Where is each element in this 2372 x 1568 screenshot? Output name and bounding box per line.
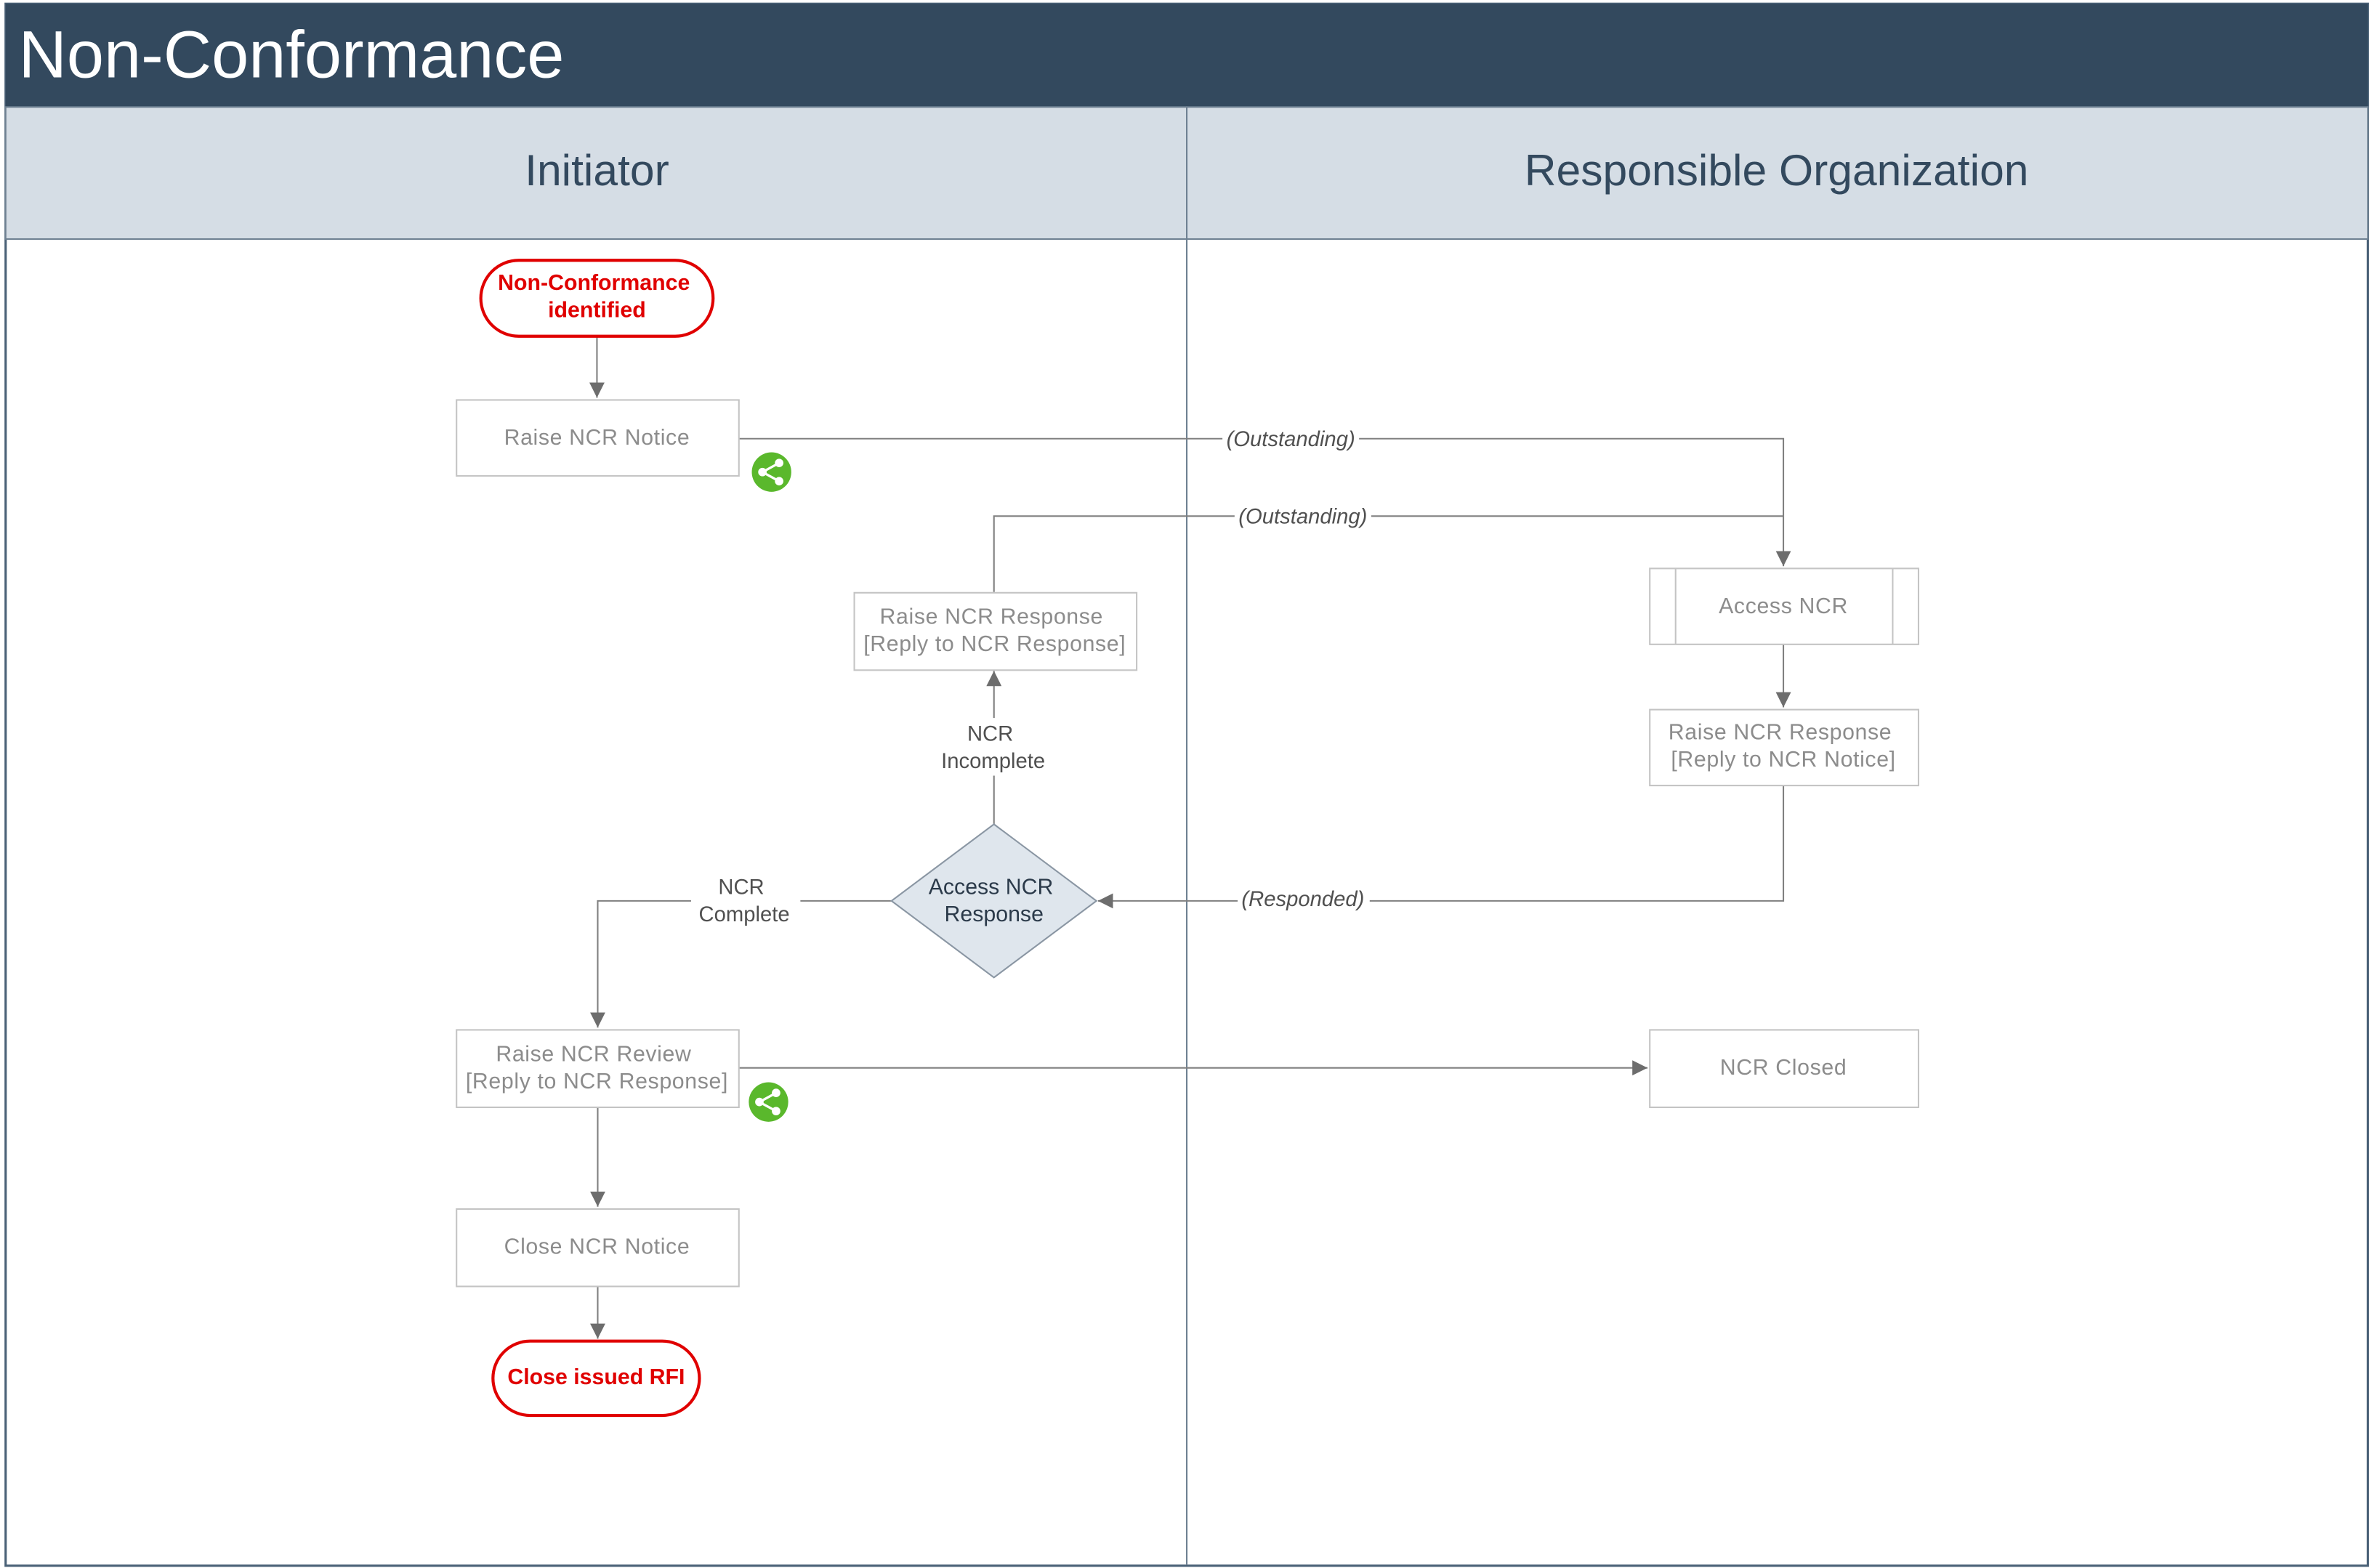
- node-raise-ncr-review: Raise NCR Review [Reply to NCR Response]: [456, 1029, 740, 1109]
- node-access-ncr-box: [1649, 567, 1920, 645]
- node-label-line: [Reply to NCR Response]: [863, 632, 1126, 656]
- node-close-ncr-notice-box: [456, 1208, 740, 1288]
- node-raise-ncr-response-notice-box: [1649, 708, 1920, 787]
- node-ncr-closed-box: [1649, 1029, 1920, 1109]
- share-icon[interactable]: [751, 452, 791, 492]
- edge-label-bg: [1234, 504, 1371, 528]
- start-terminator-label: Non-Conformance identified: [498, 271, 696, 323]
- edge-label-responded: (Responded): [1241, 888, 1364, 911]
- edge-label-line: NCR: [718, 876, 764, 899]
- node-label-line: Response: [945, 902, 1044, 926]
- node-access-ncr: Access NCR: [1649, 567, 1920, 645]
- end-terminator: Close issued RFI: [491, 1339, 701, 1418]
- node-raise-ncr-response-response: Raise NCR Response [Reply to NCR Respons…: [853, 591, 1138, 671]
- share-icon[interactable]: [749, 1082, 788, 1122]
- edge-label-line: Complete: [699, 903, 790, 926]
- node-label-line: Access NCR: [929, 875, 1054, 899]
- node-raise-ncr-response-notice: Raise NCR Response [Reply to NCR Notice]: [1649, 708, 1920, 787]
- node-label-line: identified: [548, 299, 646, 323]
- edge-label-ncr-complete: NCR Complete: [699, 876, 790, 926]
- edge-label-bg: [934, 718, 1056, 776]
- decision-access-ncr-response-label: Access NCR Response: [929, 875, 1060, 926]
- node-close-ncr-notice-label: Close NCR Notice: [504, 1235, 690, 1259]
- edge-label-bg: [1238, 888, 1370, 913]
- start-terminator: Non-Conformance identified: [479, 259, 715, 338]
- edge-label-bg: [1222, 427, 1360, 451]
- decision-access-ncr-response: Access NCR Response: [890, 823, 1098, 979]
- node-raise-ncr-review-label: Raise NCR Review [Reply to NCR Response]: [466, 1042, 728, 1094]
- node-raise-ncr-review-box: [456, 1029, 740, 1109]
- node-raise-ncr-notice-label: Raise NCR Notice: [504, 426, 690, 450]
- edge-label-line: NCR: [967, 722, 1013, 745]
- page-title: Non-Conformance: [19, 18, 565, 92]
- lane-header-initiator: Initiator: [525, 145, 669, 195]
- node-raise-ncr-response-response-box: [853, 591, 1138, 671]
- title-bar: [5, 4, 2368, 108]
- node-label-line: Raise NCR Response: [1669, 720, 1892, 744]
- node-label-line: [Reply to NCR Notice]: [1671, 748, 1895, 772]
- start-terminator-shape: [479, 259, 715, 338]
- edge-label-outstanding-notice: (Outstanding): [1227, 428, 1355, 451]
- edge-label-ncr-incomplete: NCR Incomplete: [941, 722, 1045, 773]
- node-raise-ncr-notice-box: [456, 399, 740, 477]
- node-ncr-closed-label: NCR Closed: [1720, 1056, 1847, 1080]
- node-ncr-closed: NCR Closed: [1649, 1029, 1920, 1109]
- edge-label-line: Incomplete: [941, 750, 1045, 773]
- end-terminator-shape: [491, 1339, 701, 1418]
- edge-label-bg: [690, 873, 801, 928]
- node-raise-ncr-notice: Raise NCR Notice: [456, 399, 740, 477]
- node-label-line: Raise NCR Review: [496, 1042, 691, 1066]
- node-access-ncr-label: Access NCR: [1719, 594, 1848, 618]
- end-terminator-label: Close issued RFI: [507, 1365, 685, 1389]
- decision-diamond: [890, 823, 1098, 979]
- edge-label-outstanding-response: (Outstanding): [1238, 506, 1367, 529]
- lane-header-responsible-organization: Responsible Organization: [1525, 145, 2029, 195]
- node-label-line: [Reply to NCR Response]: [466, 1070, 728, 1094]
- edge-raise-notice-to-access-ncr: [738, 437, 1791, 567]
- node-close-ncr-notice: Close NCR Notice: [456, 1208, 740, 1288]
- node-raise-ncr-response-response-label: Raise NCR Response [Reply to NCR Respons…: [863, 605, 1126, 657]
- node-label-line: Non-Conformance: [498, 271, 690, 295]
- node-label-line: Raise NCR Response: [880, 605, 1103, 629]
- node-raise-ncr-response-notice-label: Raise NCR Response [Reply to NCR Notice]: [1669, 720, 1899, 772]
- edge-response-to-access-ncr: [993, 515, 1784, 592]
